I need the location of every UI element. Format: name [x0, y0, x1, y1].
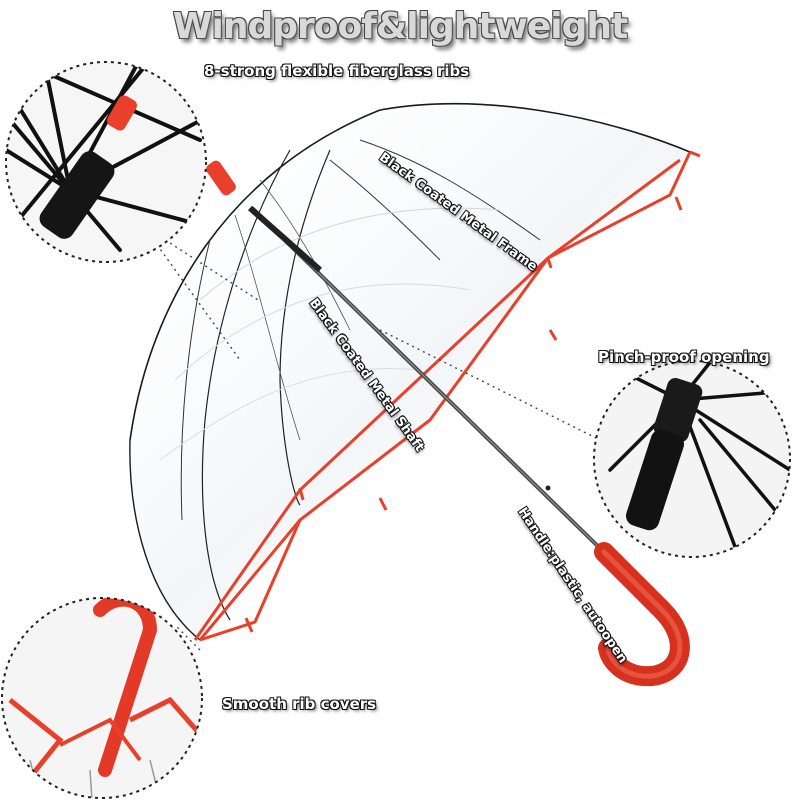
callout-ribs: 8-strong flexible fiberglass ribs [204, 62, 470, 80]
callout-pinch-proof: Pinch-proof opening [598, 348, 770, 366]
callout-rib-covers: Smooth rib covers [222, 695, 377, 713]
umbrella-handle [594, 542, 690, 687]
inset-opening-closeup [593, 360, 791, 558]
headline: Windproof&lightweight [172, 6, 628, 47]
inset-rib-closeup [5, 61, 207, 263]
umbrella-tip [206, 160, 236, 196]
inset-rib-cover-closeup [1, 597, 203, 799]
umbrella-shaft [248, 205, 614, 562]
umbrella-canopy [129, 102, 691, 641]
callout-leader-lines [149, 229, 601, 651]
